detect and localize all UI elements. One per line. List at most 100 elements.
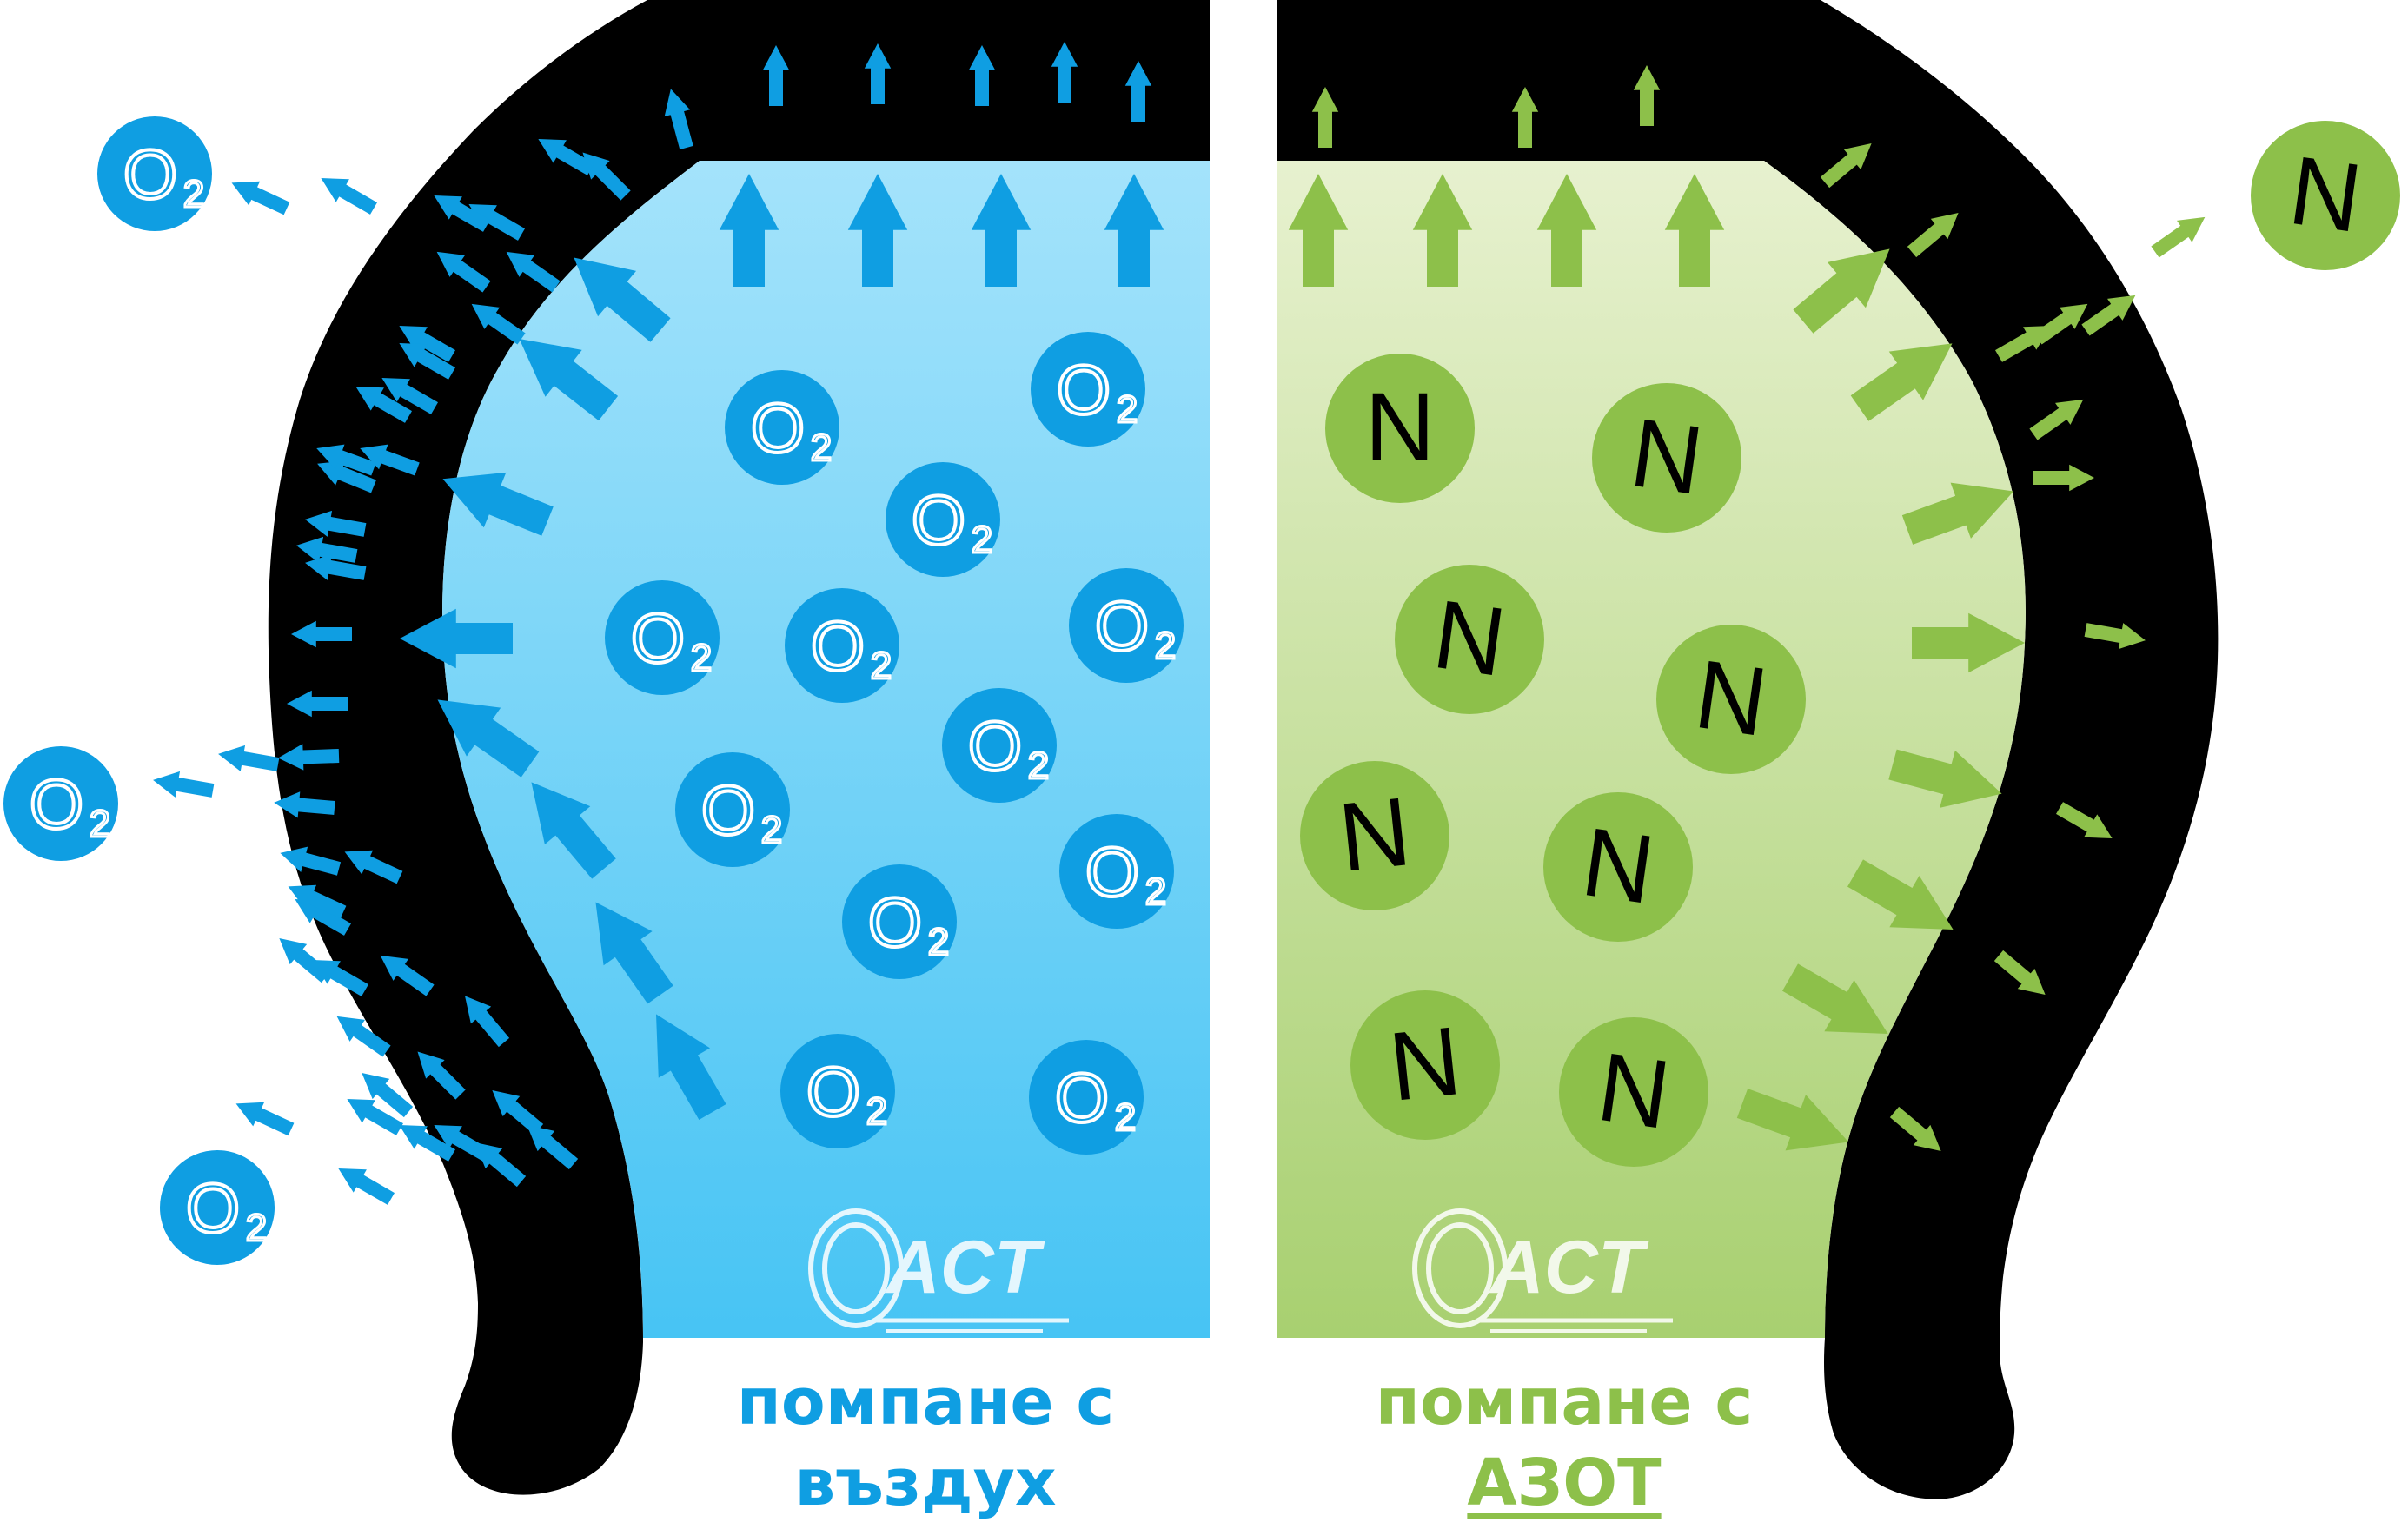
air-arrow-small <box>362 1073 414 1118</box>
nitrogen-arrow-small <box>1511 87 1539 148</box>
air-arrow-small <box>296 536 358 563</box>
nitrogen-arrow-large <box>1782 963 1888 1034</box>
air-arrow-small <box>381 378 438 414</box>
n-molecule-inside-4: N <box>1656 625 1806 774</box>
air-arrow-large <box>574 257 671 342</box>
molecule-label: O <box>968 707 1022 784</box>
molecule-label: O <box>1055 1059 1109 1136</box>
air-arrow-small <box>153 771 215 798</box>
air-arrow-small <box>321 178 377 215</box>
n-molecule-inside-3: N <box>1395 565 1544 714</box>
molecule-label: N <box>1591 1032 1676 1149</box>
caption-air-line1: помпане с <box>736 1365 1115 1440</box>
air-arrow-small <box>399 326 455 362</box>
air-arrow-small <box>291 620 352 648</box>
air-arrow-small <box>279 938 331 983</box>
molecule-label: O <box>701 771 755 849</box>
molecule-subscript: 2 <box>871 645 892 687</box>
air-arrow-large <box>531 782 616 879</box>
o2-molecule-inside-12: O 2 <box>1029 1040 1144 1155</box>
air-arrow-small <box>218 745 280 771</box>
air-arrow-small <box>468 204 525 241</box>
nitrogen-arrow-small <box>2033 303 2088 345</box>
molecule-label: N <box>1384 1006 1466 1122</box>
molecule-label: N <box>1334 777 1416 892</box>
logo-text: ACT <box>1489 1226 1649 1309</box>
nitrogen-arrow-small <box>1889 1106 1941 1151</box>
nitrogen-arrow-small <box>2029 399 2084 440</box>
air-arrow-small <box>338 1168 395 1205</box>
molecule-label: O <box>30 765 83 843</box>
caption-air: помпане с въздух <box>643 1362 1208 1523</box>
molecule-label: N <box>1688 639 1774 757</box>
air-arrow-small <box>527 1125 579 1170</box>
left-escaping-arrows <box>153 42 1164 1205</box>
o2-molecule-escaped-1: O 2 <box>97 116 212 231</box>
air-arrow-small <box>347 1099 403 1135</box>
molecule-label: O <box>186 1169 240 1247</box>
act-logo-right: ACT <box>1412 1208 1673 1333</box>
air-arrow-large <box>595 902 673 1004</box>
molecule-subscript: 2 <box>811 427 832 469</box>
o2-molecule-inside-5: O 2 <box>785 588 899 703</box>
air-arrow-small <box>474 1142 527 1188</box>
molecule-subscript: 2 <box>1028 745 1049 787</box>
nitrogen-arrow-small <box>2033 464 2094 492</box>
caption-air-line2: въздух <box>794 1445 1057 1520</box>
air-arrow-small <box>582 152 631 201</box>
nitrogen-arrow-small <box>1907 213 1959 258</box>
nitrogen-arrow-large <box>1793 248 1890 334</box>
act-logo-left: ACT <box>808 1208 1069 1333</box>
n-molecule-inside-1: N <box>1325 354 1475 503</box>
air-arrow-small <box>344 850 403 884</box>
caption-nitrogen: помпане с АЗОТ <box>1304 1362 1825 1523</box>
air-arrow-small <box>399 343 455 380</box>
air-arrow-small <box>864 43 892 104</box>
molecule-label: O <box>806 1053 860 1130</box>
air-arrow-small <box>231 181 290 215</box>
air-arrow-small <box>274 791 335 818</box>
molecule-label: N <box>1624 398 1709 515</box>
molecule-label: N <box>1575 807 1661 924</box>
molecule-label: O <box>811 607 865 685</box>
nitrogen-arrow-small <box>2081 295 2136 336</box>
n-molecule-inside-6: N <box>1543 792 1693 942</box>
nitrogen-arrow-small <box>2084 623 2146 650</box>
molecule-label: O <box>1095 587 1149 665</box>
molecule-label: O <box>631 599 685 677</box>
o2-molecule-inside-6: O 2 <box>1069 568 1184 683</box>
caption-nitrogen-line1: помпане с <box>1375 1365 1754 1440</box>
air-arrow-small <box>278 744 340 771</box>
molecule-label: O <box>868 884 922 961</box>
n-molecule-escaped-1: N <box>2251 121 2400 270</box>
air-arrow-small <box>316 444 376 476</box>
air-arrow-small <box>506 251 561 293</box>
molecule-subscript: 2 <box>246 1207 267 1249</box>
air-arrow-small <box>287 690 348 718</box>
right-contained-arrows <box>1288 65 2206 1151</box>
molecule-subscript: 2 <box>1155 625 1176 667</box>
molecule-subscript: 2 <box>1117 388 1138 431</box>
o2-molecule-inside-9: O 2 <box>1059 814 1174 929</box>
molecule-subscript: 2 <box>761 809 782 851</box>
nitrogen-arrow-small <box>2151 216 2206 258</box>
left-air-fill <box>442 161 1210 1338</box>
molecule-subscript: 2 <box>928 921 949 963</box>
nitrogen-arrow-large <box>1888 749 2002 808</box>
o2-molecule-inside-8: O 2 <box>675 752 790 867</box>
air-arrow-large <box>519 338 619 421</box>
air-arrow-small <box>471 303 526 345</box>
air-arrow-large <box>656 1014 726 1120</box>
n-molecule-inside-8: N <box>1559 1017 1708 1167</box>
left-tire-wall <box>268 0 1211 1495</box>
o2-molecule-escaped-2: O 2 <box>3 746 118 861</box>
nitrogen-arrow-large <box>1664 174 1725 287</box>
nitrogen-arrow-small <box>1311 87 1339 148</box>
air-arrow-small <box>295 899 351 936</box>
nitrogen-arrow-large <box>1912 612 2025 673</box>
air-arrow-small <box>465 996 510 1048</box>
n-molecule-inside-5: N <box>1300 761 1449 910</box>
nitrogen-arrow-large <box>1901 482 2014 545</box>
air-arrow-small <box>434 1125 490 1162</box>
air-arrow-large <box>847 174 908 287</box>
